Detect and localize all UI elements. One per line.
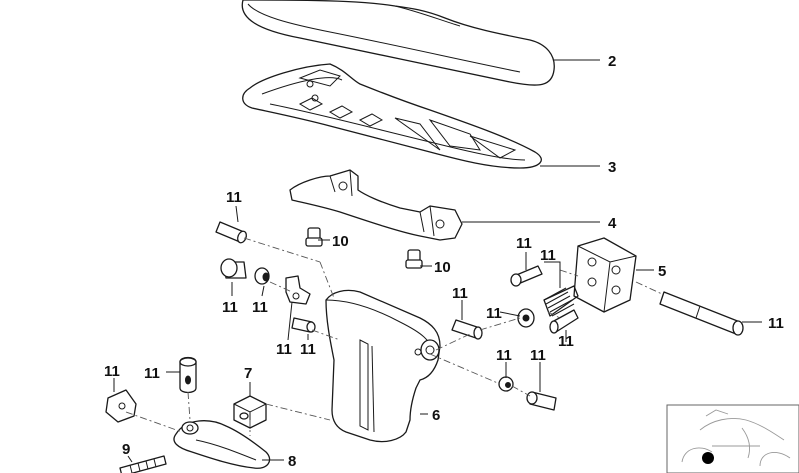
part-6-housing[interactable] <box>325 289 441 443</box>
callout-2: 2 <box>608 53 616 70</box>
vehicle-location-thumbnail[interactable] <box>666 404 799 473</box>
part-11-sleeve[interactable] <box>549 309 579 334</box>
part-9-threaded-stud[interactable] <box>119 455 167 473</box>
part-11-clip[interactable] <box>285 275 311 305</box>
callout-11-washer-left: 11 <box>252 299 268 316</box>
callout-11-clip-a: 11 <box>276 341 292 358</box>
part-5-block[interactable] <box>573 237 637 313</box>
callout-10-a: 10 <box>332 233 349 250</box>
part-4-bracket[interactable] <box>289 169 463 241</box>
location-marker-icon <box>702 452 714 464</box>
part-11-washer-left[interactable] <box>254 267 270 285</box>
callout-11-screw-right: 11 <box>516 235 532 252</box>
part-11-pin-mid-b[interactable] <box>451 319 483 340</box>
callout-11-washer-mid: 11 <box>486 305 502 322</box>
callout-11-washer-low: 11 <box>496 347 512 364</box>
callout-9: 9 <box>122 441 130 458</box>
part-11-washer-low[interactable] <box>498 376 514 392</box>
callout-10-b: 10 <box>434 259 451 276</box>
callout-11-pin-vertical: 11 <box>144 365 160 382</box>
part-11-bush-left[interactable] <box>220 258 247 279</box>
part-11-pin-right[interactable] <box>659 291 744 336</box>
part-10-screw-b[interactable] <box>405 249 423 269</box>
callout-3: 3 <box>608 159 616 176</box>
callouts: 2 3 4 5 6 7 8 9 10 10 11 11 11 11 11 11 … <box>104 53 784 470</box>
part-8-footrest-peg[interactable] <box>173 420 271 469</box>
part-11-washer-mid[interactable] <box>517 308 535 328</box>
assembly-lines <box>125 237 663 436</box>
part-11-clamp[interactable] <box>105 389 137 423</box>
callout-11-bolt-low: 11 <box>530 347 546 364</box>
part-2-footboard-cover[interactable] <box>241 0 555 86</box>
callout-4: 4 <box>608 215 617 232</box>
callout-11-pin-mid: 11 <box>452 285 468 302</box>
part-11-pin-vertical[interactable] <box>179 356 197 394</box>
callout-11-pin-top: 11 <box>226 189 242 206</box>
callout-11-pin-right: 11 <box>768 315 784 332</box>
part-11-pin-top[interactable] <box>215 221 248 244</box>
leader-lines <box>113 59 762 463</box>
part-11-bolt-low[interactable] <box>526 391 557 411</box>
callout-8: 8 <box>288 453 296 470</box>
part-11-spring[interactable] <box>543 285 579 317</box>
callout-11-sleeve: 11 <box>558 333 574 350</box>
callout-11-clip-b: 11 <box>300 341 316 358</box>
callout-7: 7 <box>244 365 252 382</box>
part-10-screw-a[interactable] <box>305 227 323 247</box>
callout-11-spring: 11 <box>540 247 556 264</box>
part-11-pin-mid[interactable] <box>291 317 316 333</box>
callout-6: 6 <box>432 407 440 424</box>
callout-11-bush-left: 11 <box>222 299 238 316</box>
callout-11-clamp: 11 <box>104 363 120 380</box>
part-3-footboard-plate[interactable] <box>242 63 542 169</box>
part-11-screw-right[interactable] <box>510 265 543 287</box>
callout-5: 5 <box>658 263 666 280</box>
